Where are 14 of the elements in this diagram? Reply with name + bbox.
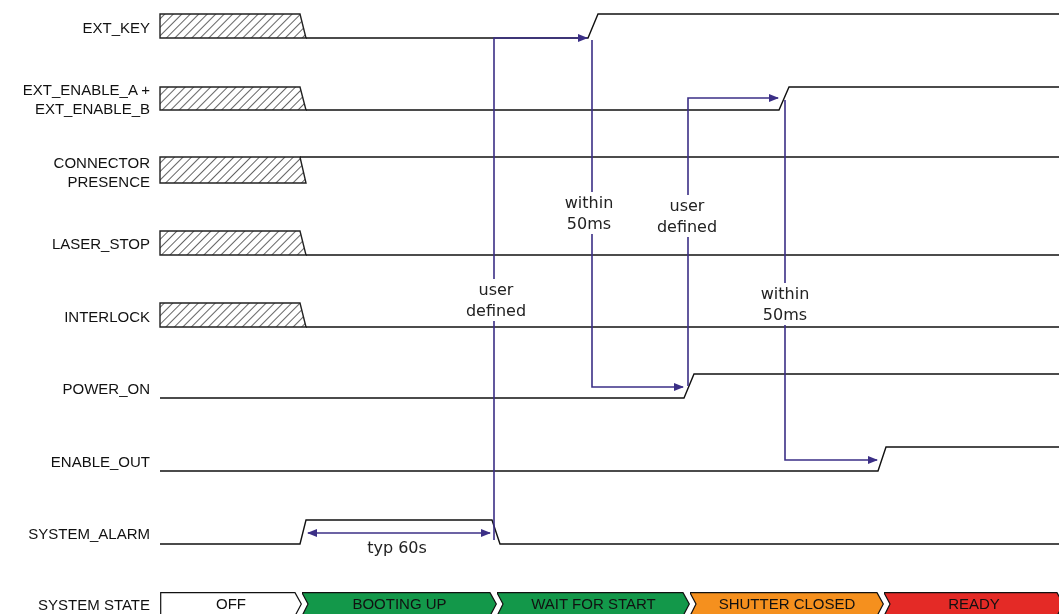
- state-box: READY: [884, 592, 1059, 614]
- signal-label: SYSTEM_ALARM: [27, 523, 150, 543]
- state-box: WAIT FOR START: [497, 592, 690, 614]
- signal-label: EXT_ENABLE_A + EXT_ENABLE_B: [21, 80, 150, 118]
- signal-label: EXT_KEY: [81, 17, 150, 37]
- signal-label: ENABLE_OUT: [49, 451, 150, 471]
- state-box: BOOTING UP: [302, 592, 497, 614]
- signal-label: POWER_ON: [61, 378, 150, 398]
- signal-label: INTERLOCK: [63, 306, 150, 326]
- signal-label: SYSTEM STATE: [37, 594, 150, 614]
- state-box: OFF: [160, 592, 302, 614]
- signal-label: CONNECTOR PRESENCE: [52, 153, 150, 191]
- state-box: SHUTTER CLOSED: [690, 592, 884, 614]
- signal-label: LASER_STOP: [50, 233, 150, 253]
